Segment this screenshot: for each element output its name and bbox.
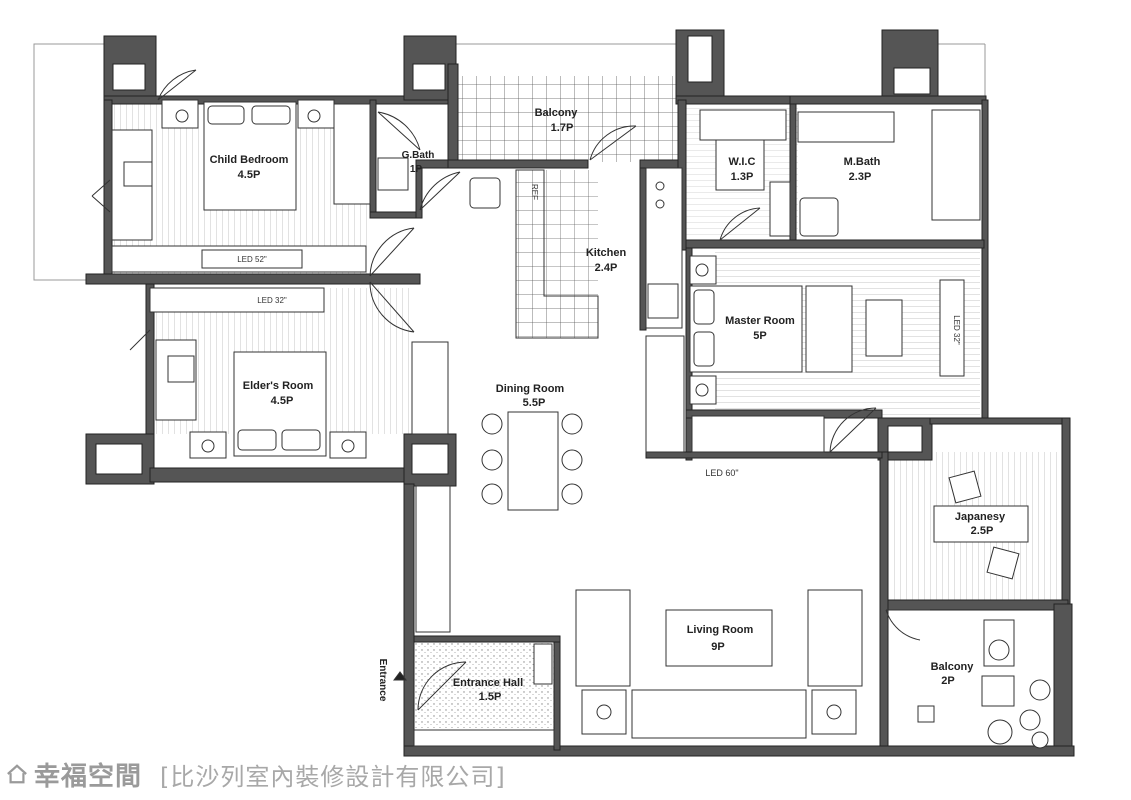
label-led-master: LED 32" <box>952 315 961 345</box>
label-entrance: Entrance <box>377 659 388 702</box>
entrance-cabinet <box>393 643 555 747</box>
label-led-living: LED 60" <box>705 468 738 478</box>
doors <box>91 69 930 711</box>
label-ref: REF <box>530 184 539 200</box>
room-size-living-room: 9P <box>711 641 724 653</box>
room-name-gbath: G.Bath <box>402 150 435 161</box>
room-size-balcony-top: 1.7P <box>551 122 574 134</box>
room-size-entrance-hall: 1.5P <box>479 691 502 703</box>
room-labels: Child Bedroom 4.5P G.Bath 1P Balcony 1.7… <box>210 107 1006 703</box>
room-name-dining-room: Dining Room <box>496 383 565 395</box>
gbath-fixtures <box>377 157 501 209</box>
kitchen-counters <box>515 167 685 453</box>
room-size-elders-room: 4.5P <box>271 395 294 407</box>
room-name-master-room: Master Room <box>725 315 795 327</box>
room-size-kitchen: 2.4P <box>595 262 618 274</box>
brand-logo: 幸福空間 <box>6 756 142 793</box>
room-size-balcony-right: 2P <box>941 675 954 687</box>
room-name-balcony-right: Balcony <box>931 661 975 673</box>
room-size-wic: 1.3P <box>731 171 754 183</box>
firm-name: [比沙列室內裝修設計有限公司] <box>160 762 506 791</box>
watermark-footer: 幸福空間 [比沙列室內裝修設計有限公司] <box>6 756 506 792</box>
room-name-elders-room: Elder's Room <box>243 380 314 392</box>
room-name-wic: W.I.C <box>729 156 756 168</box>
outer-frame <box>33 43 986 281</box>
room-size-child-bedroom: 4.5P <box>238 169 261 181</box>
room-size-master-room: 5P <box>753 330 766 342</box>
bath-fixtures <box>699 109 981 237</box>
room-name-living-room: Living Room <box>687 624 754 636</box>
room-name-mbath: M.Bath <box>844 156 881 168</box>
master-room-furniture <box>689 255 965 453</box>
room-size-japanesy: 2.5P <box>971 525 994 537</box>
room-name-balcony-top: Balcony <box>535 107 579 119</box>
label-led-elder: LED 32" <box>257 296 287 305</box>
room-name-entrance-hall: Entrance Hall <box>453 677 523 689</box>
room-name-japanesy: Japanesy <box>955 511 1006 523</box>
column-voids <box>95 35 931 475</box>
room-name-kitchen: Kitchen <box>586 247 627 259</box>
fixture-labels: LED 52" LED 32" LED 60" LED 32" REF Entr… <box>237 184 961 702</box>
dining-set <box>481 411 583 511</box>
balcony-tile <box>458 76 680 162</box>
elders-room-furniture <box>149 287 449 459</box>
house-icon <box>7 764 27 784</box>
japanesy-furniture <box>917 470 1051 749</box>
brand-name: 幸福空間 <box>34 761 143 792</box>
walls <box>85 29 1075 757</box>
room-size-dining-room: 5.5P <box>523 397 546 409</box>
room-name-child-bedroom: Child Bedroom <box>210 154 289 166</box>
room-size-mbath: 2.3P <box>849 171 872 183</box>
child-bedroom-furniture <box>111 99 371 273</box>
label-led-child: LED 52" <box>237 255 267 264</box>
living-furniture <box>415 485 863 739</box>
room-size-gbath: 1P <box>410 164 423 175</box>
